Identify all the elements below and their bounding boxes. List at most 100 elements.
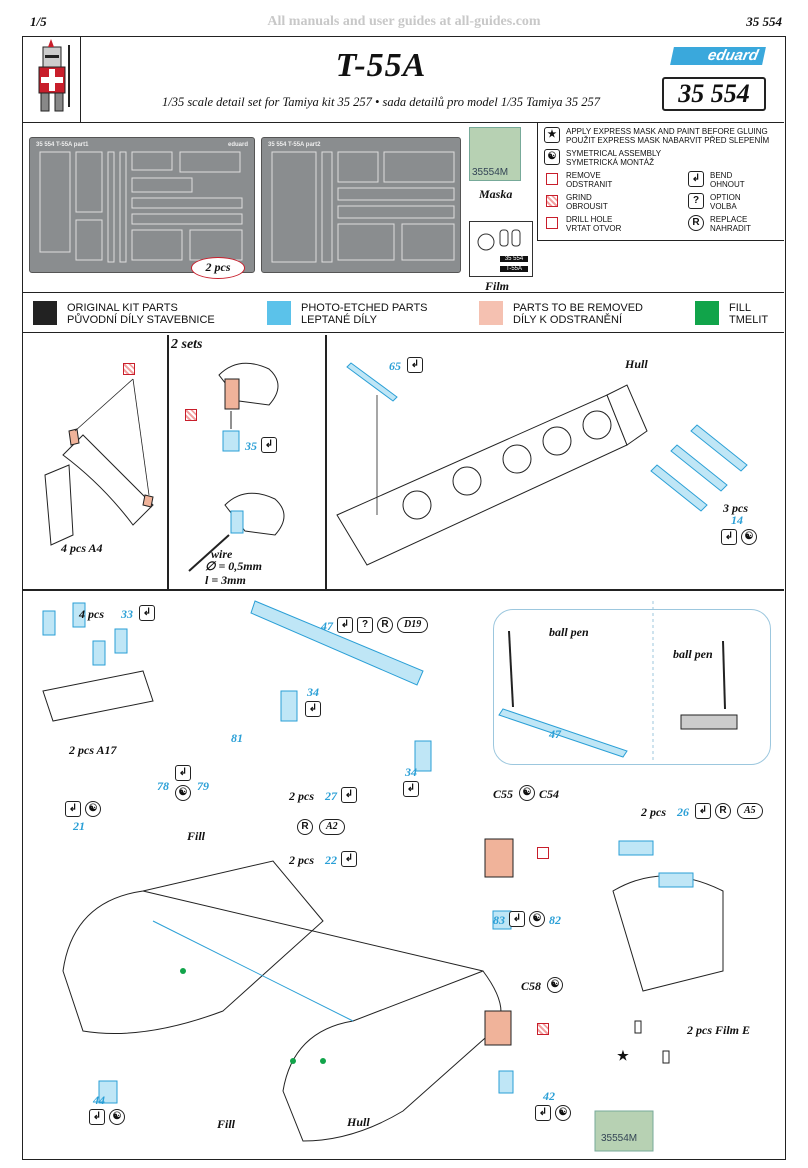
fret-2-label: 35 554 T-55A part2 <box>268 142 321 148</box>
step-2-grind-icon <box>185 409 197 421</box>
c58-grind-icon <box>537 1023 549 1035</box>
part-83-bend-icon: ↲ <box>509 911 525 927</box>
part-34-a-bend-icon: ↲ <box>305 701 321 717</box>
part-79-symmetry-icon: ☯ <box>175 785 191 801</box>
mask-code: 35554M <box>472 167 509 178</box>
part-21-symmetry-icon: ☯ <box>85 801 101 817</box>
divider-h <box>23 589 784 591</box>
brand-logo: eduard <box>670 47 766 65</box>
star-icon: ★ <box>544 127 560 143</box>
part-c54: C54 <box>539 787 560 801</box>
part-26-bend-icon: ↲ <box>695 803 711 819</box>
part-42: 42 <box>543 1089 555 1103</box>
part-82-symmetry-icon: ☯ <box>529 911 545 927</box>
step-4-pcs: 4 pcs <box>79 607 104 621</box>
part-44-symmetry-icon: ☯ <box>109 1109 125 1125</box>
part-21-bend-icon: ↲ <box>65 801 81 817</box>
color-pe-label: PHOTO-ETCHED PARTS LEPTANÉ DÍLY <box>301 302 428 326</box>
part-81: 81 <box>231 731 243 745</box>
knight-logo <box>23 37 81 123</box>
legend-bend: BEND OHNOUT <box>710 171 745 189</box>
step-3-bend-icon-2: ↲ <box>721 529 737 545</box>
step-4-bend-icon: ↲ <box>139 605 155 621</box>
step-4-part-33: 33 <box>121 607 133 621</box>
step-3-part-65: 65 <box>389 359 401 373</box>
legend-replace: REPLACE NAHRADIT <box>710 215 751 233</box>
film-e-label: 2 pcs Film E <box>687 1023 751 1037</box>
fill-label-2: Fill <box>217 1117 236 1131</box>
legend-express-mask: APPLY EXPRESS MASK AND PAINT BEFORE GLUI… <box>566 127 770 145</box>
part-c55: C55 <box>493 787 514 801</box>
step-4-a17-label: 2 pcs A17 <box>69 743 117 757</box>
divider-2 <box>325 335 327 589</box>
part-79: 79 <box>197 779 209 793</box>
step-3-pcs: 3 pcs <box>723 501 748 515</box>
legend-drill: DRILL HOLE VRTAT OTVOR <box>566 215 622 233</box>
fret-1-parts <box>39 151 243 263</box>
part-34-b: 34 <box>405 765 417 779</box>
pe-fret-1: 35 554 T-55A part1 eduard <box>29 137 255 273</box>
fill-label-1: Fill <box>187 829 206 843</box>
part-22-pcs: 2 pcs <box>289 853 314 867</box>
mask-code-2: 35554M <box>601 1133 638 1144</box>
film-label: Film <box>485 279 510 293</box>
step-3-symmetry-icon: ☯ <box>741 529 757 545</box>
part-42-symmetry-icon: ☯ <box>555 1105 571 1121</box>
drill-icon <box>546 217 558 229</box>
part-21: 21 <box>73 819 85 833</box>
color-original-label: ORIGINAL KIT PARTS PŮVODNÍ DÍLY STAVEBNI… <box>67 302 215 326</box>
ball-pen-label-1: ball pen <box>549 625 589 639</box>
film-shapes <box>477 229 521 251</box>
legend-symmetrical: SYMETRICAL ASSEMBLY SYMETRICKÁ MONTÁŽ <box>566 149 662 167</box>
step-1-drawing <box>44 378 154 546</box>
page-number: 1/5 <box>30 14 47 29</box>
step-3-bend-icon: ↲ <box>407 357 423 373</box>
header: T-55A 1/35 scale detail set for Tamiya k… <box>23 37 784 123</box>
legend-option: OPTION VOLBA <box>710 193 741 211</box>
watermark[interactable]: All manuals and user guides at all-guide… <box>267 14 541 29</box>
kit-code: 35 554 <box>662 77 766 111</box>
part-27-bend-icon: ↲ <box>341 787 357 803</box>
main-assembly-drawing <box>42 600 738 1152</box>
ref-a5: A5 <box>737 803 763 819</box>
mask-sheet: 35554M <box>469 127 521 181</box>
wire-diameter: ∅ = 0,5mm <box>205 559 262 573</box>
step-2-title: 2 sets <box>171 337 203 352</box>
part-27-replace-icon: R <box>297 819 313 835</box>
part-26: 26 <box>677 805 689 819</box>
part-22-bend-icon: ↲ <box>341 851 357 867</box>
remove-icon <box>546 173 558 185</box>
step-2-bend-icon: ↲ <box>261 437 277 453</box>
option-icon: ? <box>688 193 704 209</box>
legend-grind: GRIND OBROUSIT <box>566 193 608 211</box>
fret-1-brand: eduard <box>227 142 248 148</box>
divider-1 <box>167 335 169 589</box>
part-27-pcs: 2 pcs <box>289 789 314 803</box>
part-26-pcs: 2 pcs <box>641 805 666 819</box>
c55-symmetry-icon: ☯ <box>519 785 535 801</box>
wire-length: l = 3mm <box>205 573 246 587</box>
part-47-option-icon: ? <box>357 617 373 633</box>
page-subtitle: 1/35 scale detail set for Tamiya kit 35 … <box>161 95 601 109</box>
legend-remove: REMOVE ODSTRANIT <box>566 171 613 189</box>
parts-overview: 35 554 T-55A part1 eduard 35 554 T-55A p… <box>23 123 784 293</box>
wire-label: wire <box>211 547 233 561</box>
part-44-bend-icon: ↲ <box>89 1109 105 1125</box>
ball-pen-callout <box>493 609 771 765</box>
page-title: T-55A <box>335 47 427 84</box>
fret-2-parts <box>271 151 455 263</box>
part-27: 27 <box>325 789 337 803</box>
part-22: 22 <box>325 853 337 867</box>
color-legend: ORIGINAL KIT PARTS PŮVODNÍ DÍLY STAVEBNI… <box>23 293 784 333</box>
part-42-bend-icon: ↲ <box>535 1105 551 1121</box>
fret-quantity: 2 pcs <box>191 257 245 279</box>
part-34-b-bend-icon: ↲ <box>403 781 419 797</box>
replace-icon: R <box>688 215 704 231</box>
step-1-label: 4 pcs A4 <box>61 541 103 555</box>
bend-icon: ↲ <box>688 171 704 187</box>
ref-d19: D19 <box>397 617 429 633</box>
ref-a2: A2 <box>319 819 345 835</box>
symbol-legend: ★ APPLY EXPRESS MASK AND PAINT BEFORE GL… <box>537 123 784 241</box>
fret-1-label: 35 554 T-55A part1 <box>36 142 89 148</box>
part-26-replace-icon: R <box>715 803 731 819</box>
